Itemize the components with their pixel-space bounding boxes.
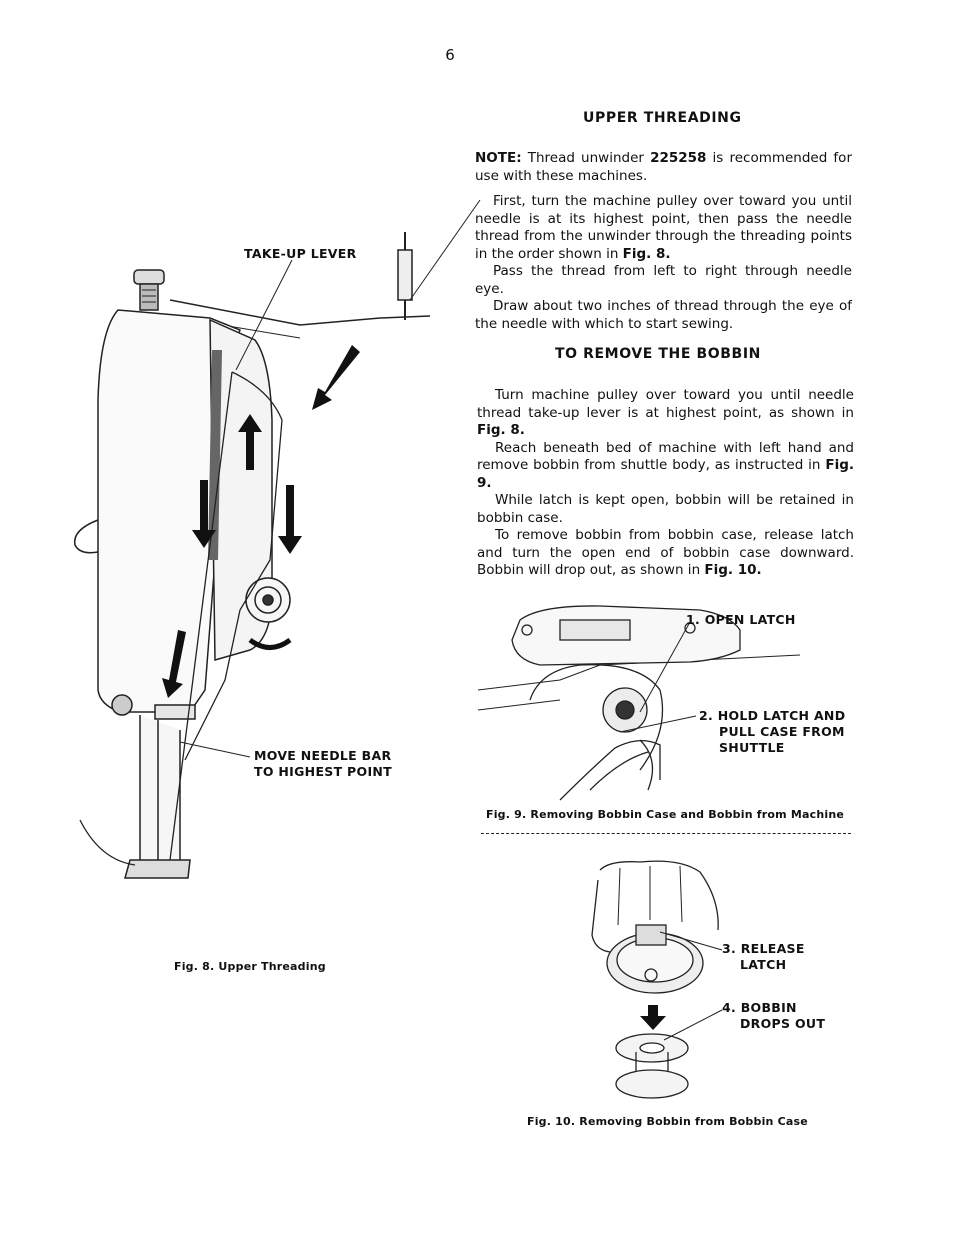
remove-bobbin-p1-text: Turn machine pulley over toward you unti… [477,387,854,421]
upper-threading-paragraph-1: First, turn the machine pulley over towa… [475,193,852,263]
fig8-reference: Fig. 8. [622,245,671,262]
fig9-shuttle-drawing [477,605,801,801]
note-text-2: is recommended for use with these machin… [475,150,852,184]
fig8-reference: Fig. 8. [477,422,525,438]
remove-bobbin-paragraph-3: While latch is kept open, bobbin will be… [477,492,854,526]
note-label: NOTE: [475,150,522,166]
remove-bobbin-paragraph-2: Reach beneath bed of machine with left h… [477,440,854,493]
fig10-reference: Fig. 10. [704,562,762,578]
remove-bobbin-paragraph-1: Turn machine pulley over toward you unti… [477,387,854,440]
remove-bobbin-paragraph-4: To remove bobbin from bobbin case, relea… [477,527,854,580]
upper-threading-title: UPPER THREADING [583,110,742,126]
upper-threading-p1-text: First, turn the machine pulley over towa… [475,193,852,262]
note-text-1: Thread unwinder [521,150,651,166]
remove-bobbin-p2-text: Reach beneath bed of machine with left h… [477,439,854,474]
release-latch-label-line1: 3. RELEASE [722,941,805,956]
page-number: 6 [445,46,455,64]
fig10-bobbin-drawing [591,860,723,1099]
needle-bar-label-line1: MOVE NEEDLE BAR [254,748,392,763]
note-part-number: 225258 [650,150,707,166]
fig9-reference: Fig. 9. [477,457,854,491]
fig8-sewing-machine-drawing [73,199,481,879]
hold-latch-label-line2: PULL CASE FROM [719,724,845,739]
bobbin-drops-label-line2: DROPS OUT [740,1016,826,1031]
fig9-caption: Fig. 9. Removing Bobbin Case and Bobbin … [486,808,845,821]
needle-bar-label-line2: TO HIGHEST POINT [254,764,392,779]
upper-threading-text: NOTE: Thread unwinder 225258 is recommen… [475,150,852,333]
fig8-caption: Fig. 8. Upper Threading [174,960,326,973]
remove-bobbin-title: TO REMOVE THE BOBBIN [555,346,761,362]
fig10-caption: Fig. 10. Removing Bobbin from Bobbin Cas… [527,1115,808,1128]
hold-latch-label-line3: SHUTTLE [719,740,785,755]
open-latch-label: 1. OPEN LATCH [686,612,796,627]
fig8-threading-arrows [162,345,360,698]
take-up-lever-label: TAKE-UP LEVER [244,246,357,261]
release-latch-label-line2: LATCH [740,957,787,972]
bobbin-drops-label-line1: 4. BOBBIN [722,1000,797,1015]
hold-latch-label-line1: 2. HOLD LATCH AND [699,708,846,723]
section-divider [481,833,851,834]
note-paragraph: NOTE: Thread unwinder 225258 is recommen… [475,150,852,185]
remove-bobbin-text: Turn machine pulley over toward you unti… [477,387,854,580]
upper-threading-paragraph-2: Pass the thread from left to right throu… [475,263,852,297]
upper-threading-paragraph-3: Draw about two inches of thread through … [475,298,852,332]
remove-bobbin-p4-text: To remove bobbin from bobbin case, relea… [477,527,854,578]
